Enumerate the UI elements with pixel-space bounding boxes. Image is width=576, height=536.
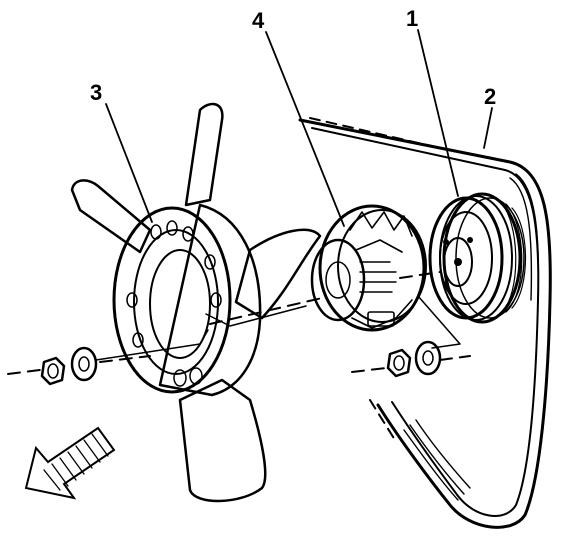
fan-blade-assembly (70, 102, 322, 503)
fan-clutch (310, 204, 427, 332)
mounting-holes (126, 220, 222, 387)
drive-belt (298, 117, 552, 529)
water-pump-pulley (428, 192, 526, 324)
direction-arrow (24, 426, 116, 500)
assembly-centerlines (7, 271, 471, 375)
callout-4: 4 (252, 8, 265, 33)
callout-1: 1 (406, 6, 418, 31)
callout-2: 2 (484, 84, 496, 109)
leader-lines (105, 29, 493, 227)
nuts (40, 348, 412, 386)
callout-3: 3 (90, 80, 102, 105)
washers (70, 340, 442, 382)
